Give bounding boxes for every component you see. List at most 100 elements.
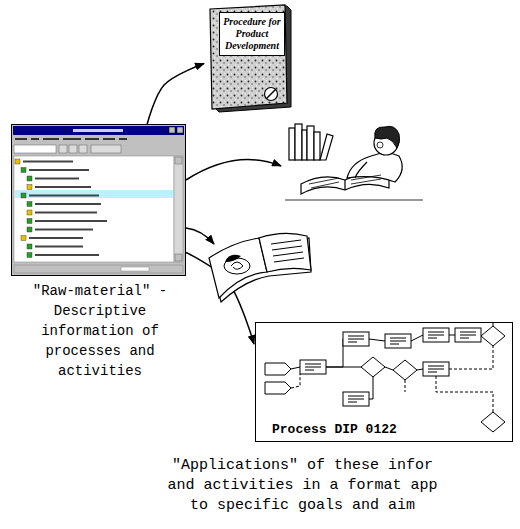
person-reading-part-part xyxy=(347,153,402,182)
open-magazine-part-part xyxy=(271,240,301,244)
person-reading-part-part xyxy=(351,179,381,184)
flowchart-drawing-part-part xyxy=(393,360,417,380)
software-screenshot-part-part xyxy=(35,229,93,231)
flowchart-drawing-part-part xyxy=(348,336,364,337)
software-screenshot-part xyxy=(169,127,175,133)
software-screenshot-part xyxy=(14,145,56,153)
software-screenshot-part xyxy=(14,265,183,273)
software-screenshot xyxy=(11,124,186,276)
software-screenshot-part-part xyxy=(21,168,26,173)
software-screenshot-part-part xyxy=(35,220,107,222)
procedure-binder: Procedure for Product Development xyxy=(205,3,293,113)
software-screenshot-part xyxy=(13,126,184,135)
software-screenshot-part xyxy=(15,159,107,258)
flowchart-drawing-part-part xyxy=(291,367,300,369)
person-reading-part xyxy=(375,126,400,148)
person-reading-part xyxy=(285,142,423,200)
software-screenshot-part-part xyxy=(27,244,32,249)
software-screenshot-part-part xyxy=(35,254,99,256)
flowchart-drawing-part-part xyxy=(291,374,300,388)
software-screenshot-part-part xyxy=(29,237,83,239)
software-screenshot-part-part xyxy=(21,193,26,198)
flowchart-drawing-part-part xyxy=(390,341,406,342)
person-reading-part-part xyxy=(320,134,333,160)
flowchart-drawing-part-part xyxy=(265,382,291,394)
software-screenshot-part xyxy=(15,190,173,198)
software-screenshot-part xyxy=(14,156,174,262)
flowchart-drawing-part-part xyxy=(423,362,449,376)
open-magazine-part xyxy=(209,233,311,302)
software-screenshot-part-part xyxy=(59,145,67,153)
software-screenshot-part-part xyxy=(27,253,32,258)
flowchart-drawing-part-part xyxy=(405,380,406,392)
person-reading-part-part xyxy=(295,124,302,160)
flowchart-drawing-part-part xyxy=(265,363,291,375)
software-screenshot-part-part xyxy=(119,138,127,140)
flowchart-drawing-part-part xyxy=(326,339,343,367)
flowchart-drawing-part-part xyxy=(300,360,326,374)
person-reading-part xyxy=(289,124,402,194)
software-screenshot-part-part xyxy=(29,169,89,171)
software-screenshot-part-part xyxy=(35,212,97,214)
software-screenshot-part xyxy=(174,156,183,262)
binder-illustration-part xyxy=(265,88,278,101)
flowchart-drawing-part xyxy=(291,322,493,412)
flowchart-drawing-part-part xyxy=(348,396,364,397)
software-screenshot-part-part xyxy=(85,138,99,140)
flowchart-drawing-part-part xyxy=(449,346,493,369)
flowchart-drawing-part-part xyxy=(348,399,364,400)
software-screenshot-part-part xyxy=(27,185,32,190)
software-screenshot-part-part xyxy=(29,195,99,197)
software-screenshot-part xyxy=(121,267,149,271)
flowchart-drawing-part-part xyxy=(385,334,411,348)
person-reading xyxy=(283,112,425,220)
software-screenshot-part-part xyxy=(15,159,20,164)
flowchart-drawing-part-part xyxy=(390,338,406,339)
flowchart-drawing-part-part xyxy=(460,335,476,336)
software-screenshot-part-part xyxy=(35,186,91,188)
software-screenshot-part-part xyxy=(43,138,59,140)
software-screenshot-part-part xyxy=(21,236,26,241)
flowchart-drawing-part-part xyxy=(460,332,476,333)
flowchart-drawing-part-part xyxy=(385,367,393,370)
person-reading-part-part xyxy=(377,142,383,148)
open-magazine-part xyxy=(224,240,304,274)
note-text: "Applications" of these infor and activi… xyxy=(160,456,445,516)
person-reading-part-part xyxy=(311,182,339,188)
open-magazine-part-part xyxy=(259,233,311,272)
software-screenshot-part-part xyxy=(27,202,32,207)
software-screenshot-part xyxy=(59,145,121,153)
flowchart-drawing-part-part xyxy=(411,335,423,341)
flowchart-drawing-part-part xyxy=(417,369,423,370)
flowchart-drawing-part-part xyxy=(428,338,437,339)
binder-label: Procedure for Product Development xyxy=(219,12,285,56)
flowchart-drawing-part-part xyxy=(460,338,469,339)
software-screenshot-part-part xyxy=(27,210,32,215)
software-screenshot-part-part xyxy=(35,178,79,180)
flowchart-drawing-part-part xyxy=(428,372,437,373)
flowchart-drawing-part-part xyxy=(390,344,399,345)
flowchart-drawing-part-part xyxy=(348,402,357,403)
arrow-to-magazine xyxy=(186,228,214,244)
flowchart-drawing-part-part xyxy=(305,370,314,371)
software-screenshot-part xyxy=(177,127,183,133)
person-reading-part-part xyxy=(355,162,367,178)
software-screenshot-part-part xyxy=(15,138,27,140)
flowchart-drawing-part-part xyxy=(361,357,385,377)
open-magazine-part-part xyxy=(209,238,267,298)
open-magazine-part-part xyxy=(272,246,302,250)
open-magazine xyxy=(207,222,315,304)
software-screenshot-part-part xyxy=(27,227,32,232)
process-title: Process DIP 0122 xyxy=(270,422,399,437)
open-magazine-part-part xyxy=(273,252,303,256)
software-screenshot-part-part xyxy=(27,176,32,181)
software-screenshot-part-part xyxy=(69,145,77,153)
software-screenshot-part xyxy=(15,138,127,140)
software-screenshot-part-part xyxy=(79,145,87,153)
person-reading-part-part xyxy=(314,132,320,160)
software-screenshot-part-part xyxy=(35,246,83,248)
flowchart-drawing-part xyxy=(305,332,476,402)
open-magazine-part-part xyxy=(274,258,304,262)
source-window: "Raw-material" - Descriptive information… xyxy=(12,125,185,275)
binder-illustration-part xyxy=(210,5,287,109)
